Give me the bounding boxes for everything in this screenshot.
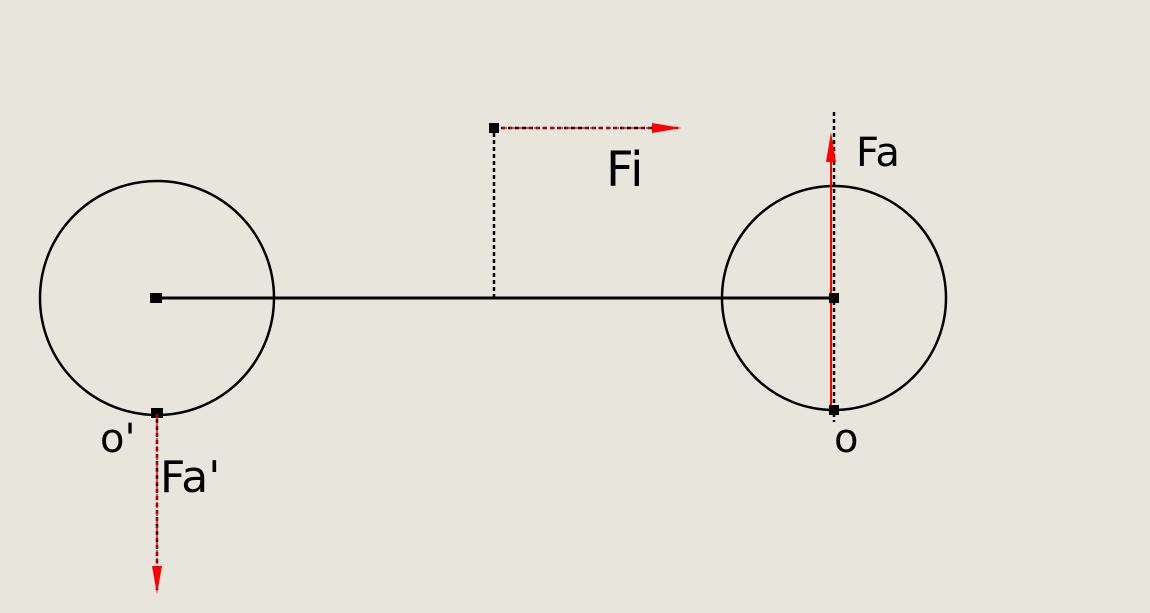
fi-arrowhead bbox=[652, 123, 682, 133]
left-center-point bbox=[150, 293, 162, 303]
fa-arrowhead bbox=[826, 132, 836, 162]
label-fi: Fi bbox=[606, 142, 643, 198]
fa-prime-arrowhead bbox=[152, 566, 162, 594]
label-o-prime: o' bbox=[100, 416, 135, 462]
point-o-marker bbox=[829, 405, 839, 415]
right-center-point bbox=[829, 293, 839, 303]
fi-anchor-point bbox=[489, 123, 499, 133]
label-fa-prime: Fa' bbox=[160, 452, 220, 503]
label-o: o bbox=[834, 416, 858, 462]
label-fa: Fa bbox=[856, 130, 900, 176]
